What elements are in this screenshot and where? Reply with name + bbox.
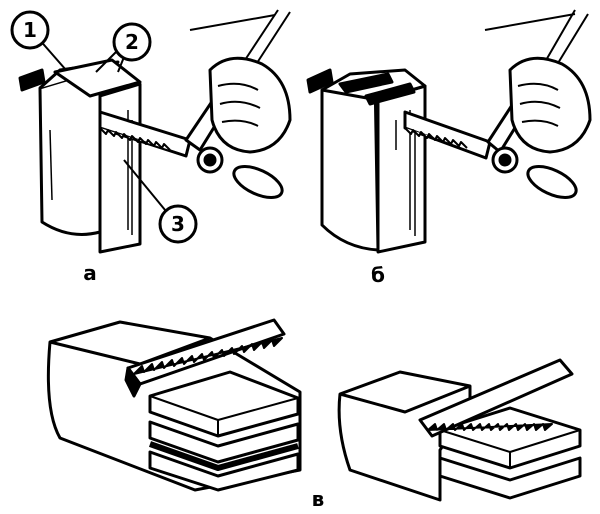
plate-top-left-v <box>148 370 300 438</box>
hand-a <box>208 56 292 154</box>
saw-blade-a <box>98 110 192 158</box>
hand-b <box>508 56 592 154</box>
callout-2-label: 2 <box>125 30 139 54</box>
callout-2-circle <box>112 22 152 62</box>
callout-1-circle <box>10 10 50 50</box>
panel-label-v: в <box>312 487 325 511</box>
saw-teeth-right-v <box>427 423 553 431</box>
plate-top-right-v <box>438 406 582 470</box>
panel-label-b: б <box>371 263 385 287</box>
saw-teeth-a <box>99 127 171 151</box>
saw-blade-b <box>403 110 492 160</box>
saw-teeth-left-v <box>133 337 283 375</box>
callout-3-circle <box>158 204 198 244</box>
saw-teeth-b <box>404 127 468 149</box>
plate-mid-left-v <box>148 420 300 464</box>
callout-1-label: 1 <box>23 18 37 42</box>
vise-jaw-right-b <box>376 84 427 254</box>
plate-bottom-left-v <box>148 450 300 492</box>
plate-bottom-right-v <box>438 456 582 500</box>
panel-b <box>306 9 592 254</box>
vise-jaw-right-a <box>98 82 142 254</box>
panel-v <box>46 318 582 502</box>
callout-3-label: 3 <box>171 212 185 236</box>
handle-a <box>232 165 284 199</box>
panel-label-a: а <box>83 261 97 285</box>
panel-a <box>10 9 292 254</box>
handle-b <box>526 165 578 199</box>
